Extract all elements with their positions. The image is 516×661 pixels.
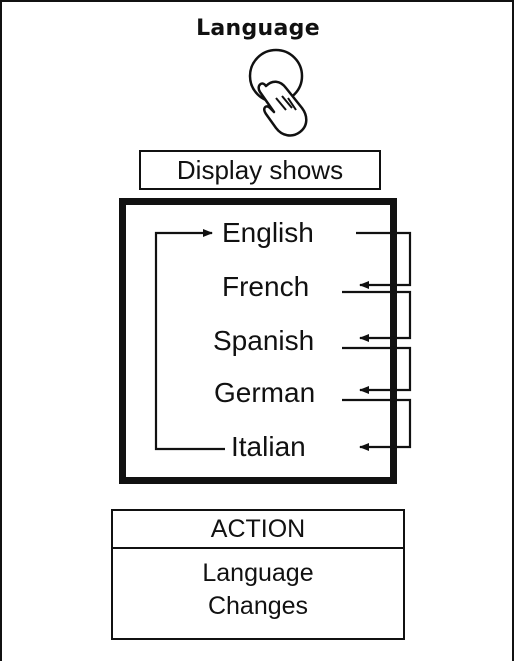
action-line-1: Language (202, 559, 314, 587)
action-box: ACTION Language Changes (111, 509, 405, 640)
display-shows-label: Display shows (139, 150, 381, 190)
language-german: German (214, 377, 316, 408)
action-line-2: Changes (207, 592, 309, 620)
finger-press-icon (248, 48, 308, 137)
button-label: Language (196, 16, 320, 41)
language-spanish: Spanish (213, 325, 315, 356)
action-heading: ACTION (113, 511, 403, 549)
language-italian: Italian (231, 431, 306, 462)
language-french: French (222, 271, 310, 302)
language-english: English (222, 217, 314, 248)
language-cycle-box (119, 198, 397, 484)
